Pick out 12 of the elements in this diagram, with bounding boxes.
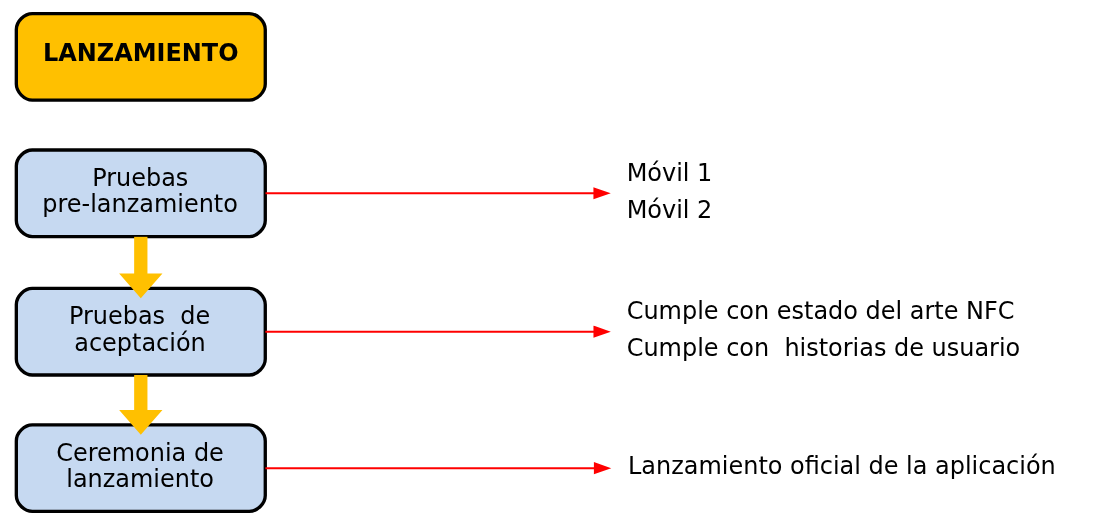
node-box: Ceremonia de lanzamiento (14, 423, 267, 514)
node-text: Móvil 1 Móvil 2 (626, 158, 713, 224)
arrow (264, 462, 612, 475)
arrow (119, 375, 163, 435)
arrow (264, 187, 611, 200)
node-box: Pruebas de aceptación (14, 286, 267, 377)
node-text: Cumple con estado del arte NFC Cumple con historias de usuario (626, 296, 1021, 363)
arrow (264, 325, 611, 338)
node-box: LANZAMIENTO (14, 11, 267, 102)
node-text: Lanzamiento oficial de la aplicación (628, 452, 1056, 481)
arrow (119, 236, 163, 299)
node-box: Pruebas pre-lanzamiento (14, 148, 267, 239)
